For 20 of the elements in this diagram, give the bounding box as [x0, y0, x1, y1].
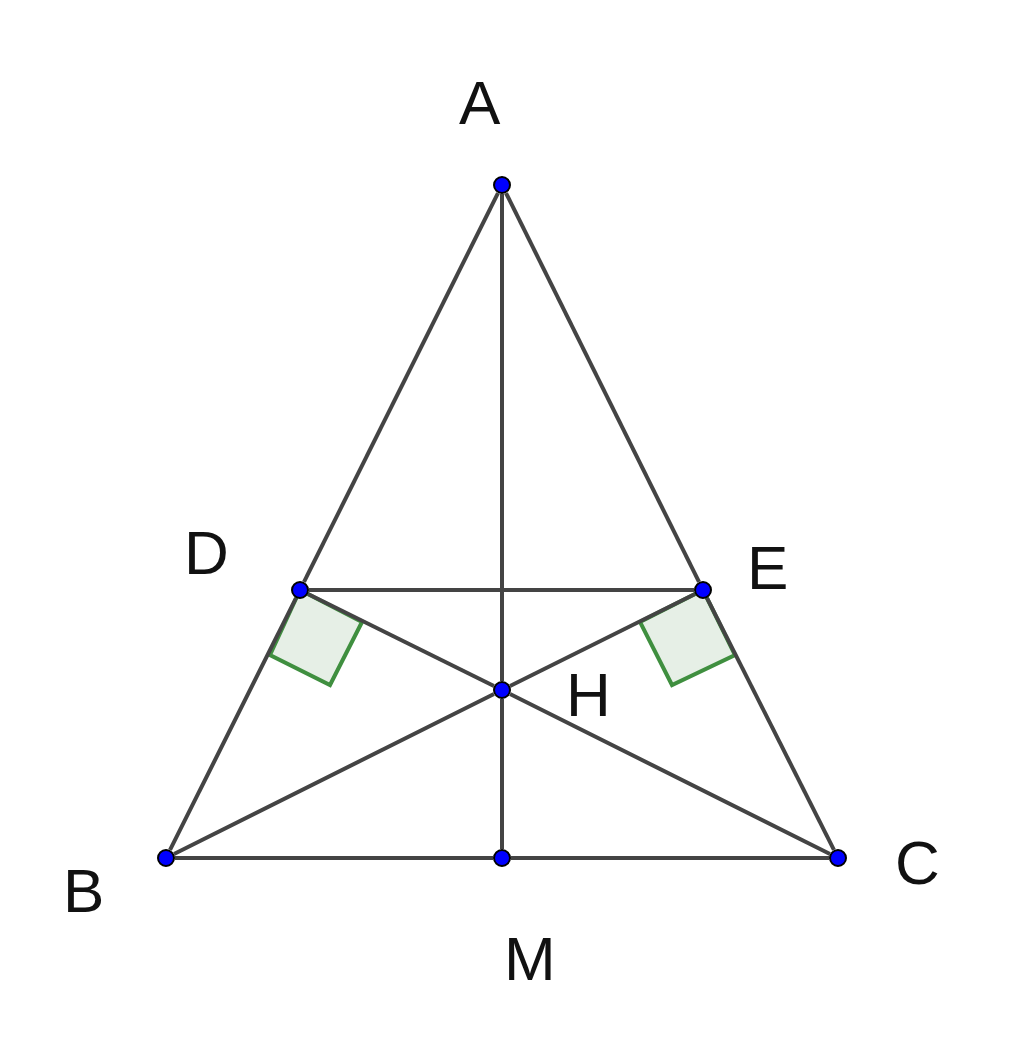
line-segment: [500, 194, 504, 681]
line-segment: [175, 856, 493, 860]
line-segment: [705, 597, 836, 851]
line-segment: [509, 692, 831, 856]
point-label: A: [459, 72, 501, 134]
line-segment: [168, 597, 298, 851]
line-segment: [302, 192, 500, 583]
line-segment: [307, 592, 495, 688]
line-segment: [309, 588, 694, 592]
line-segment: [500, 699, 504, 849]
point-label: D: [184, 522, 229, 584]
point-label: H: [566, 664, 611, 726]
point-label: C: [895, 832, 940, 894]
line-segment: [504, 192, 701, 583]
point-label: E: [747, 537, 789, 599]
line-segment: [509, 592, 696, 688]
line-segment: [511, 856, 829, 860]
line-segment: [173, 692, 495, 856]
point-label: B: [63, 860, 105, 922]
point-label: M: [504, 928, 556, 990]
